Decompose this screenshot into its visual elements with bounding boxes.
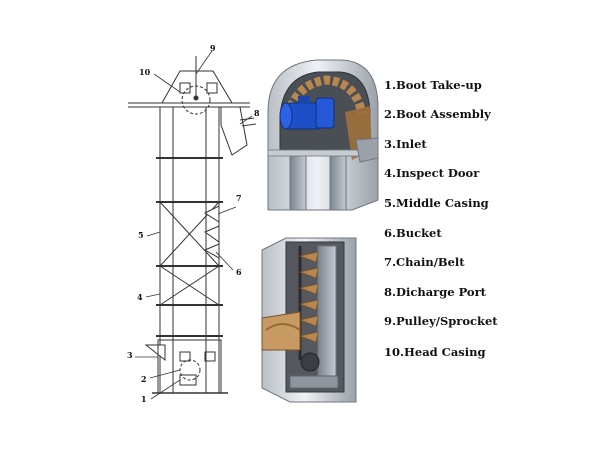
callout-4: 4 [137,292,143,302]
boot-section-render [261,237,357,403]
legend-item-boot-take-up: 1.Boot Take-up [384,78,482,92]
callout-2: 2 [141,374,147,384]
callout-leaders [135,50,253,400]
legend-item-head-casing: 10.Head Casing [384,345,486,359]
legend-item-discharge-port: 8.Dicharge Port [384,285,486,299]
legend-item-bucket: 6.Bucket [384,226,442,240]
legend-item-boot-assembly: 2.Boot Assembly [384,107,491,121]
callout-labels: 10 9 8 7 5 6 4 3 2 1 [127,43,260,404]
callout-5: 5 [138,230,144,240]
callout-3: 3 [127,350,133,360]
callout-1: 1 [141,394,147,404]
head-section-render [267,59,379,211]
head-sprocket-box [179,82,191,94]
callout-10: 10 [139,67,151,77]
legend-item-inlet: 3.Inlet [384,137,427,151]
legend-item-chain-belt: 7.Chain/Belt [384,255,465,269]
inlet-outline [144,344,166,362]
callout-8: 8 [254,108,260,118]
callout-9: 9 [210,43,216,53]
bucket-outline [203,205,220,223]
line-drawing [128,56,257,394]
callout-6: 6 [236,267,242,277]
callout-7: 7 [236,193,242,203]
drive-motor [279,96,335,130]
legend-item-inspect-door: 4.Inspect Door [384,166,480,180]
legend-item-pulley-sprocket: 9.Pulley/Sprocket [384,314,498,328]
legend-item-middle-casing: 5.Middle Casing [384,196,489,210]
discharge-spout-outline [220,106,248,156]
